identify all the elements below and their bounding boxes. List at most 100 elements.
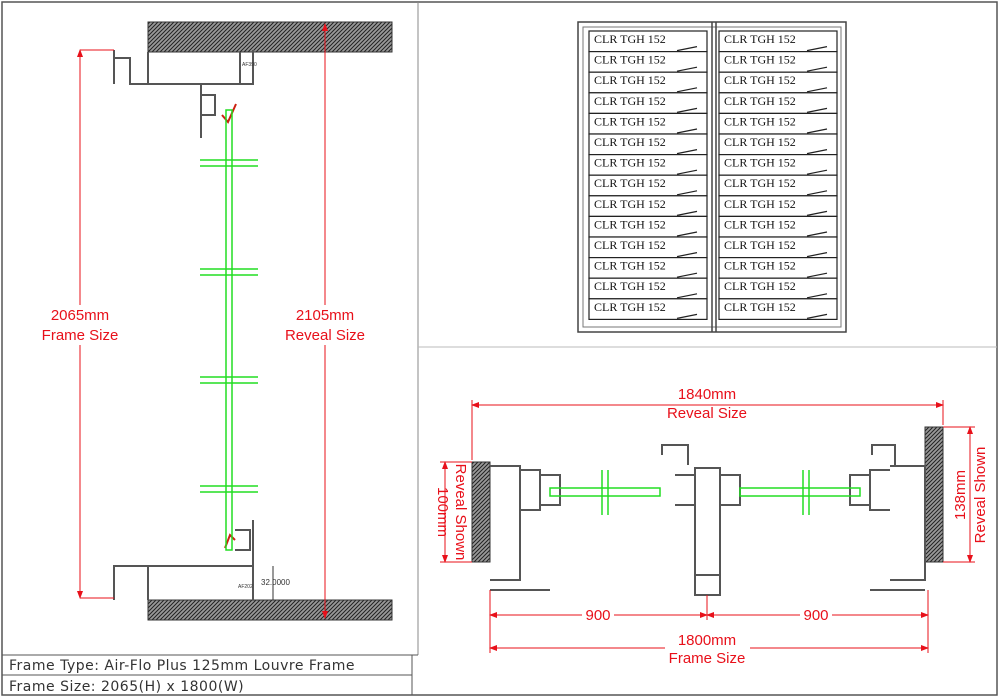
louvre-blade: CLR TGH 152 <box>718 71 838 94</box>
sill-wall <box>147 599 393 621</box>
reveal-width-dimension-line <box>471 400 944 460</box>
blade-handle-icon <box>806 46 828 52</box>
blade-handle-icon <box>676 128 698 134</box>
louvre-blade: CLR TGH 152 <box>718 215 838 238</box>
blade-label: CLR TGH 152 <box>724 73 796 87</box>
louvre-blade: CLR TGH 152 <box>718 92 838 115</box>
title-block-row <box>1 674 413 696</box>
louvre-blade: CLR TGH 152 <box>588 30 708 53</box>
vertical-section: AF390 AF202 2065mm Frame Size <box>35 21 393 621</box>
offset-dimension: 32.0000 <box>261 578 290 587</box>
blade-label: CLR TGH 152 <box>724 259 796 273</box>
blade-clips <box>200 159 258 493</box>
head-seal <box>221 103 237 124</box>
blade-label: CLR TGH 152 <box>724 279 796 293</box>
blade-handle-icon <box>676 252 698 258</box>
louvre-blade: CLR TGH 152 <box>588 92 708 115</box>
frame-profiles <box>490 444 926 596</box>
blade-handle-icon <box>676 190 698 196</box>
blade-label: CLR TGH 152 <box>594 53 666 67</box>
louvre-blade: CLR TGH 152 <box>588 195 708 218</box>
blade-label: CLR TGH 152 <box>724 114 796 128</box>
sill-frame-profile <box>113 520 254 600</box>
louvre-blade: CLR TGH 152 <box>718 133 838 156</box>
blade-label: CLR TGH 152 <box>594 114 666 128</box>
louvre-blade: CLR TGH 152 <box>588 50 708 73</box>
blade-handle-icon <box>676 66 698 72</box>
louvre-blade: CLR TGH 152 <box>718 298 838 320</box>
louvre-blade: CLR TGH 152 <box>588 215 708 238</box>
blade-label: CLR TGH 152 <box>724 32 796 46</box>
reveal-height-dimension-line <box>280 23 372 619</box>
blade-handle-icon <box>676 87 698 93</box>
frame-height-dimension-line <box>35 49 125 599</box>
blade-handle-icon <box>676 169 698 175</box>
blade-handle-icon <box>806 87 828 93</box>
frame-type-text: Frame Type: Air-Flo Plus 125mm Louvre Fr… <box>9 658 355 674</box>
right-reveal-value: 138mm <box>952 470 969 520</box>
louvre-blade: CLR TGH 152 <box>718 257 838 279</box>
left-reveal-value: 100mm <box>434 487 451 537</box>
frame-height-value: 2065mm <box>51 307 109 324</box>
blade-label: CLR TGH 152 <box>594 259 666 273</box>
blade-label: CLR TGH 152 <box>724 156 796 170</box>
left-leaf-width: 900 <box>585 607 610 624</box>
blade-handle-icon <box>806 293 828 299</box>
right-reveal-dimension-line <box>943 426 975 563</box>
blade-outline <box>718 298 838 320</box>
blade-handle-icon <box>806 149 828 155</box>
blade-label: CLR TGH 152 <box>724 135 796 149</box>
blade-label: CLR TGH 152 <box>594 135 666 149</box>
left-jamb-wall <box>471 461 491 563</box>
louvre-blade: CLR TGH 152 <box>588 71 708 94</box>
louvre-blade: CLR TGH 152 <box>588 133 708 156</box>
louvre-blade: CLR TGH 152 <box>718 174 838 197</box>
blade-label: CLR TGH 152 <box>594 217 666 231</box>
louvre-blade: CLR TGH 152 <box>718 154 838 176</box>
louvre-blade: CLR TGH 152 <box>588 257 708 279</box>
frame-width-dimension-line <box>489 632 929 666</box>
blade-outline <box>588 298 708 320</box>
blade-handle-icon <box>806 313 828 319</box>
blade-handle-icon <box>806 272 828 278</box>
left-reveal-label: Reveal Shown <box>452 464 469 561</box>
right-reveal-label: Reveal Shown <box>972 447 989 544</box>
blade-handle-icon <box>806 107 828 113</box>
blade-handle-icon <box>676 313 698 319</box>
leaf-width-dimension-lines <box>489 590 929 653</box>
reveal-width-value: 1840mm <box>678 386 736 403</box>
blade-handle-icon <box>676 210 698 216</box>
right-jamb-wall <box>924 426 944 563</box>
blade-label: CLR TGH 152 <box>594 94 666 108</box>
blade-handle-icon <box>806 66 828 72</box>
louvre-blade: CLR TGH 152 <box>588 174 708 197</box>
reveal-width-label: Reveal Size <box>667 405 747 422</box>
blade-handle-icon <box>806 210 828 216</box>
blade-handle-icon <box>676 272 698 278</box>
blade-label: CLR TGH 152 <box>724 197 796 211</box>
blade-label: CLR TGH 152 <box>594 238 666 252</box>
sill-part-code: AF202 <box>238 584 253 590</box>
blade-label: CLR TGH 152 <box>594 300 666 314</box>
blade-handle-icon <box>806 252 828 258</box>
louvre-blade: CLR TGH 152 <box>588 298 708 320</box>
blade-label: CLR TGH 152 <box>724 176 796 190</box>
left-reveal-dimension-line <box>440 461 472 563</box>
title-block: Frame Type: Air-Flo Plus 125mm Louvre Fr… <box>1 654 413 696</box>
louvre-blade: CLR TGH 152 <box>718 236 838 259</box>
reveal-height-label: Reveal Size <box>285 327 365 344</box>
louvre-blade: CLR TGH 152 <box>588 154 708 176</box>
frame-height-label: Frame Size <box>42 327 119 344</box>
louvre-blade: CLR TGH 152 <box>718 112 838 135</box>
blade-label: CLR TGH 152 <box>724 53 796 67</box>
blade-handle-icon <box>676 149 698 155</box>
blade-handle-icon <box>806 169 828 175</box>
blade-handle-icon <box>676 46 698 52</box>
blade-plan <box>549 470 861 515</box>
blade-handle-icon <box>676 293 698 299</box>
louvre-blade: CLR TGH 152 <box>718 195 838 218</box>
blade-label: CLR TGH 152 <box>724 300 796 314</box>
